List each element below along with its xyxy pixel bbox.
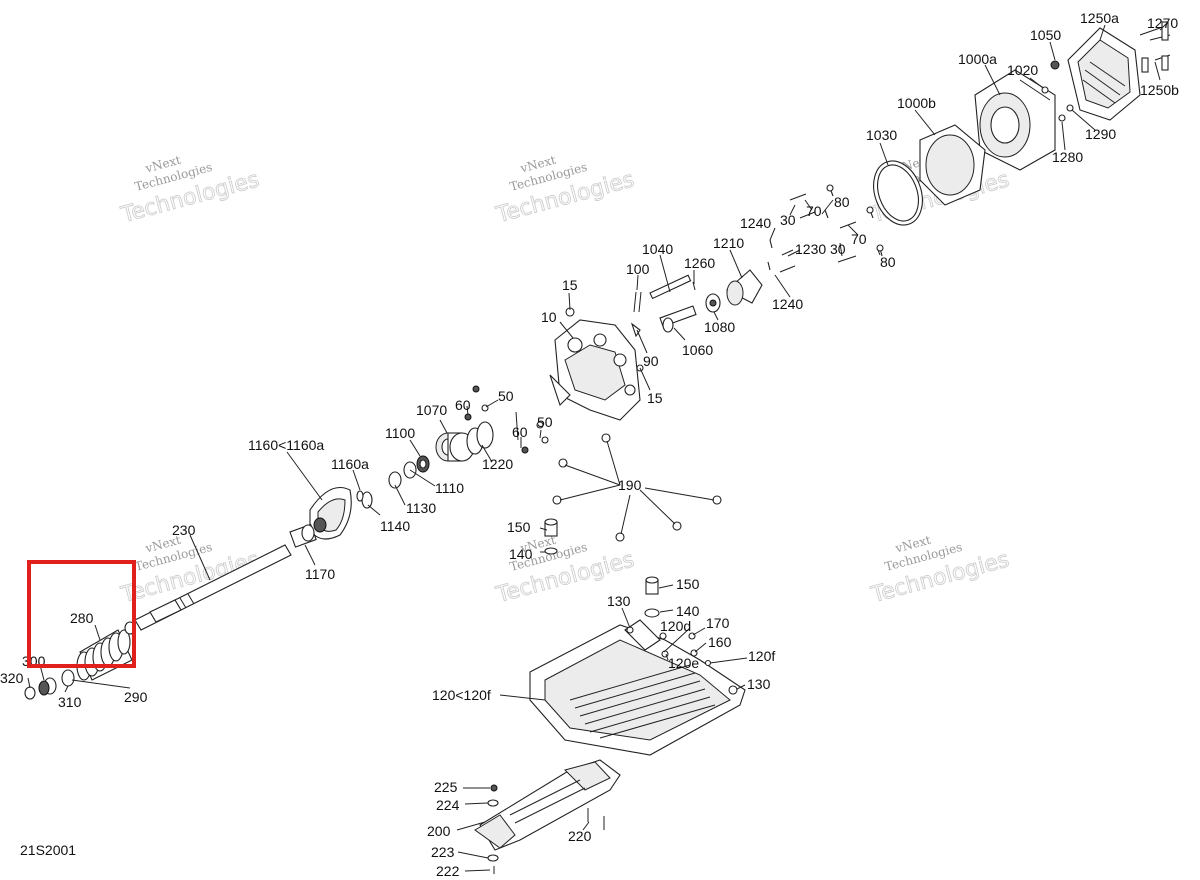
- callout-224: 224: [436, 797, 460, 813]
- callout-10: 10: [541, 309, 557, 325]
- callout-1130: 1130: [406, 500, 436, 516]
- callout-60b: 60: [512, 424, 528, 440]
- callout-1040: 1040: [642, 241, 673, 257]
- diagram-code: 21S2001: [20, 842, 76, 858]
- callout-1020: 1020: [1007, 62, 1038, 78]
- wear-ring-1000b: [919, 124, 986, 206]
- callout-80a: 80: [834, 194, 850, 210]
- callout-1210: 1210: [713, 235, 744, 251]
- callout-1140: 1140: [380, 518, 410, 534]
- callout-1240b: 1240: [772, 296, 803, 312]
- callout-220: 220: [568, 828, 592, 844]
- callout-1220: 1220: [482, 456, 513, 472]
- callout-1060: 1060: [682, 342, 713, 358]
- callout-70b: 70: [851, 231, 867, 247]
- bearing-1070: [435, 432, 475, 462]
- small-fasteners-pump: [767, 21, 1171, 273]
- clamp-290: [61, 669, 75, 687]
- callout-1240a: 1240: [740, 215, 771, 231]
- callout-50b: 50: [537, 414, 553, 430]
- callout-120e: 120e: [668, 655, 699, 671]
- callout-140a: 140: [509, 546, 533, 562]
- callout-120d: 120d: [660, 618, 691, 634]
- watermark: vNext Technologies Technologies: [493, 153, 638, 229]
- bolts-100-1260: [633, 281, 696, 313]
- callout-200: 200: [427, 823, 451, 839]
- callout-100: 100: [626, 261, 650, 277]
- callout-1000a: 1000a: [958, 51, 997, 67]
- callout-120: 120<120f: [432, 687, 491, 703]
- callout-150b: 150: [676, 576, 700, 592]
- intake-grate-200: [474, 759, 621, 874]
- drive-shaft-230: [134, 544, 292, 631]
- callout-1110: 1110: [435, 480, 464, 496]
- callout-30b: 30: [830, 241, 846, 257]
- fasteners-190: [552, 433, 722, 542]
- callout-1270: 1270: [1147, 15, 1178, 31]
- venturi-cone-1210: [726, 269, 763, 306]
- boot-280: [76, 621, 136, 681]
- callout-1000b: 1000b: [897, 95, 936, 111]
- callout-1250a: 1250a: [1080, 10, 1119, 26]
- highlight-box: [27, 560, 136, 668]
- watermark: vNext Technologies Technologies: [118, 153, 263, 229]
- bushing-1080: [705, 293, 721, 313]
- callout-1170: 1170: [305, 566, 335, 582]
- sleeve-1170: [289, 523, 317, 548]
- callout-160: 160: [708, 634, 732, 650]
- callout-1280: 1280: [1052, 149, 1083, 165]
- fitting-150-bottom: [644, 576, 660, 618]
- callout-150a: 150: [507, 519, 531, 535]
- callout-130a: 130: [607, 593, 631, 609]
- nozzle-1250a: [1067, 27, 1141, 121]
- callout-222: 222: [436, 863, 460, 879]
- o-rings-1220: [466, 421, 494, 455]
- callout-1230: 1230: [795, 241, 826, 257]
- shaft-1060: [659, 305, 697, 333]
- nut-320: [24, 686, 36, 700]
- callout-labels: 1250a 1270 1050 1000a 1020 1250b 1000b 1…: [0, 10, 1179, 879]
- callout-310: 310: [58, 694, 82, 710]
- pin-1040: [649, 274, 692, 300]
- callout-50a: 50: [498, 388, 514, 404]
- callout-1260: 1260: [684, 255, 715, 271]
- callout-320: 320: [0, 670, 24, 686]
- seals-1110-1100: [356, 455, 430, 509]
- callout-1050: 1050: [1030, 27, 1061, 43]
- callout-290: 290: [124, 689, 148, 705]
- callout-280: 280: [70, 610, 94, 626]
- callout-1160a: 1160a: [331, 456, 369, 472]
- callout-223: 223: [431, 844, 455, 860]
- fitting-150-top: [544, 518, 558, 555]
- callout-1290: 1290: [1085, 126, 1116, 142]
- ring-300-310: [38, 677, 57, 696]
- callout-60a: 60: [455, 397, 471, 413]
- callout-140b: 140: [676, 603, 700, 619]
- callout-70a: 70: [806, 203, 822, 219]
- ride-plate-120: [529, 619, 746, 756]
- callout-1030: 1030: [866, 127, 897, 143]
- callout-120f: 120f: [748, 648, 775, 664]
- callout-90: 90: [643, 353, 659, 369]
- support-10: [549, 307, 644, 421]
- pump-housing-1000a: [974, 69, 1056, 171]
- callout-1250b: 1250b: [1140, 82, 1179, 98]
- callout-230: 230: [172, 522, 196, 538]
- callout-30a: 30: [780, 212, 796, 228]
- callout-80b: 80: [880, 254, 896, 270]
- callout-1080: 1080: [704, 319, 735, 335]
- callout-1100: 1100: [385, 425, 415, 441]
- callout-225: 225: [434, 779, 458, 795]
- callout-15a: 15: [562, 277, 578, 293]
- watermark: vNext Technologies Technologies: [868, 533, 1013, 609]
- impeller-1160: [309, 486, 352, 540]
- callout-1070: 1070: [416, 402, 447, 418]
- callout-190: 190: [618, 477, 642, 493]
- callout-130b: 130: [747, 676, 771, 692]
- callout-15b: 15: [647, 390, 663, 406]
- callout-170: 170: [706, 615, 730, 631]
- callout-1160: 1160<1160a: [248, 437, 324, 453]
